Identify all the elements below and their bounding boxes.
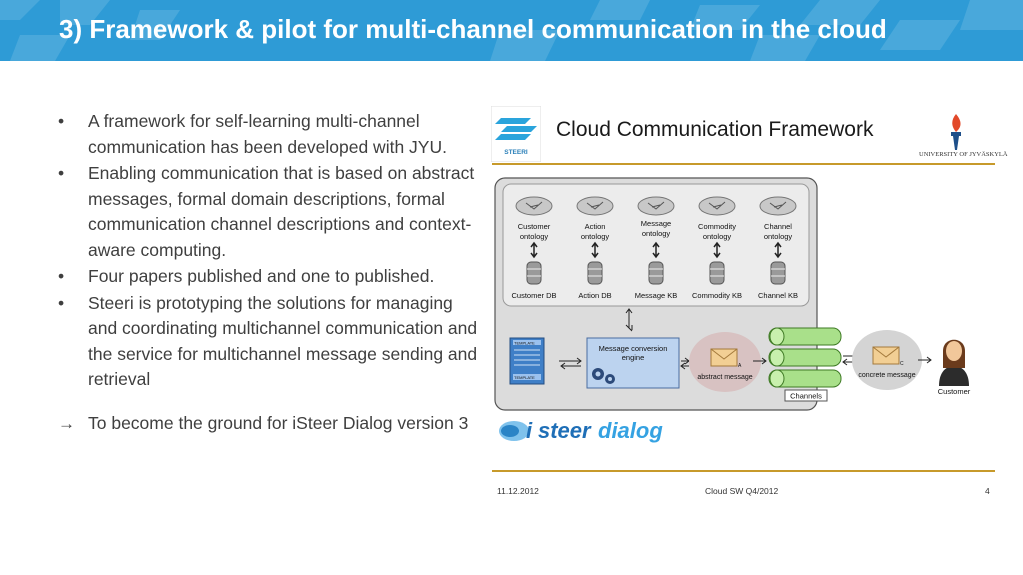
template-label: TEMPLATE bbox=[514, 341, 535, 346]
list-item: •Steeri is prototyping the solutions for… bbox=[58, 291, 478, 393]
ontology-name: Action bbox=[585, 222, 606, 231]
list-item: •Enabling communication that is based on… bbox=[58, 161, 478, 263]
bottom-divider bbox=[492, 470, 995, 472]
template-label-bottom: TEMPLATE bbox=[514, 375, 535, 380]
banner-pattern bbox=[0, 0, 1023, 61]
arrow-right-icon: → bbox=[58, 413, 75, 433]
footer-center: Cloud SW Q4/2012 bbox=[705, 486, 779, 496]
university-name: UNIVERSITY OF JYVÄSKYLÄ bbox=[919, 151, 1008, 158]
channels-label-box bbox=[784, 389, 828, 402]
brand-dialog: dialog bbox=[598, 418, 663, 443]
envelope-icon bbox=[710, 348, 738, 367]
ontology-name-2: ontology bbox=[642, 229, 671, 238]
brand-steer: steer bbox=[538, 418, 592, 443]
slide-title: Cloud Communication Framework bbox=[556, 118, 874, 141]
concrete-message-label: concrete message bbox=[858, 372, 915, 379]
footer-date: 11.12.2012 bbox=[497, 486, 539, 496]
channels-stack bbox=[768, 327, 842, 388]
ontology-column: Channel ontology Channel KB bbox=[758, 196, 798, 300]
database-label: Commodity KB bbox=[692, 291, 742, 300]
link-arrow bbox=[753, 357, 767, 365]
abstract-letter: A bbox=[738, 363, 742, 369]
ontology-name: Channel bbox=[764, 222, 792, 231]
ontology-name: Customer bbox=[518, 222, 551, 231]
envelope-icon bbox=[872, 346, 900, 365]
list-item: •Four papers published and one to publis… bbox=[58, 264, 478, 290]
ontology-name: Commodity bbox=[698, 222, 736, 231]
ontology-column: Customer ontology Customer DB bbox=[511, 196, 557, 300]
conversion-engine-box bbox=[586, 337, 680, 389]
footer-page-number: 4 bbox=[985, 486, 990, 496]
ontology-column: Message ontology Message KB bbox=[635, 196, 678, 300]
engine-label: Message conversion bbox=[599, 344, 668, 353]
bullet-list: •A framework for self-learning multi-cha… bbox=[58, 109, 478, 436]
database-label: Customer DB bbox=[511, 291, 556, 300]
link-arrow bbox=[680, 357, 690, 370]
bullet-text: Enabling communication that is based on … bbox=[88, 163, 475, 260]
link-arrow bbox=[559, 357, 582, 370]
customer-avatar bbox=[939, 339, 969, 386]
database-label: Channel KB bbox=[758, 291, 798, 300]
ontology-name-2: ontology bbox=[764, 232, 793, 241]
template-document: TEMPLATE TEMPLATE bbox=[509, 337, 545, 385]
steeri-logo: STEERI bbox=[491, 106, 541, 162]
bullet-text: A framework for self-learning multi-chan… bbox=[88, 111, 447, 157]
logo-text: STEERI bbox=[504, 149, 528, 156]
customer-label: Customer bbox=[938, 387, 971, 396]
ontology-name-2: ontology bbox=[581, 232, 610, 241]
framework-diagram: Customer ontology Customer DB Action ont… bbox=[494, 177, 971, 411]
bullet-text: Four papers published and one to publish… bbox=[88, 266, 435, 286]
conclusion-text: To become the ground for iSteer Dialog v… bbox=[88, 412, 469, 433]
ontology-name-2: ontology bbox=[703, 232, 732, 241]
engine-label-2: engine bbox=[622, 353, 645, 362]
ontology-name-2: ontology bbox=[520, 232, 549, 241]
gears-icon bbox=[592, 368, 615, 384]
conclusion-item: → To become the ground for iSteer Dialog… bbox=[58, 411, 478, 437]
brand-i: i bbox=[526, 418, 533, 443]
concrete-letter: C bbox=[900, 361, 904, 367]
ontology-column: Commodity ontology Commodity KB bbox=[692, 196, 742, 300]
page-title: 3) Framework & pilot for multi-channel c… bbox=[59, 14, 887, 44]
header-banner: 3) Framework & pilot for multi-channel c… bbox=[0, 0, 1023, 61]
abstract-message-label: abstract message bbox=[697, 374, 752, 381]
bullet-text: Steeri is prototyping the solutions for … bbox=[88, 292, 478, 390]
list-item: •A framework for self-learning multi-cha… bbox=[58, 109, 478, 160]
link-arrow bbox=[918, 356, 932, 364]
torch-icon bbox=[951, 114, 961, 150]
channels-label: Channels bbox=[790, 392, 822, 401]
isteer-dialog-logo: i steer dialog bbox=[499, 418, 663, 443]
link-arrow bbox=[625, 308, 633, 332]
embedded-slide: STEERI Cloud Communication Framework UNI… bbox=[491, 104, 1008, 499]
database-label: Action DB bbox=[578, 291, 611, 300]
ontology-column: Action ontology Action DB bbox=[576, 196, 614, 300]
ontology-name: Message bbox=[641, 219, 671, 228]
database-label: Message KB bbox=[635, 291, 678, 300]
top-divider bbox=[492, 163, 995, 165]
